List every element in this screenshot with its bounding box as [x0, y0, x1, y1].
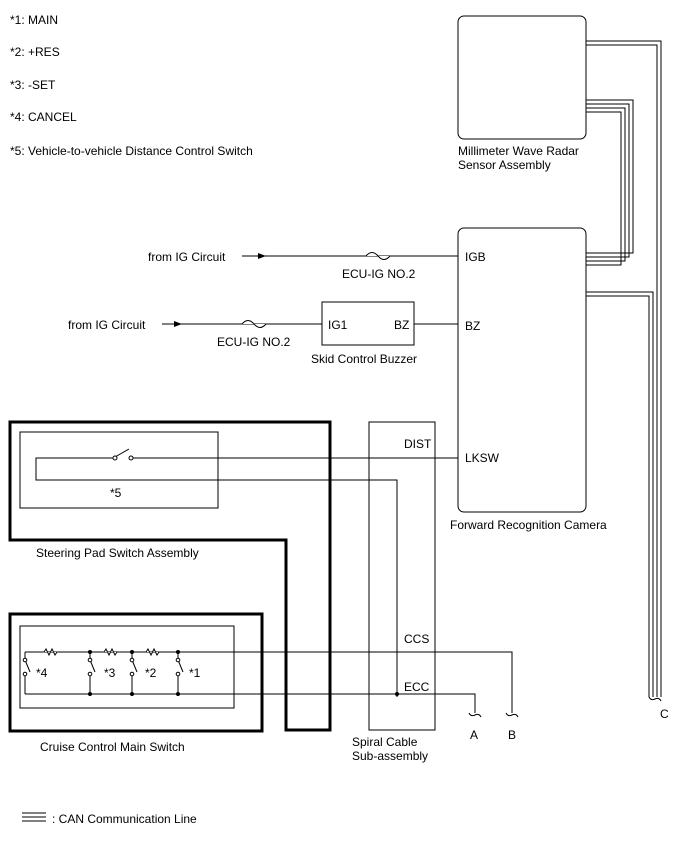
can-bundle-outer: [586, 40, 662, 697]
forward-camera-label: Forward Recognition Camera: [450, 518, 607, 532]
terminal-ecc: ECC: [404, 680, 430, 694]
notes-legend: *1: MAIN *2: +RES *3: -SET *4: CANCEL *5…: [10, 13, 253, 158]
forward-camera-box: [457, 227, 587, 513]
note-set: *3: -SET: [10, 78, 56, 92]
distance-switch-box: [19, 431, 219, 509]
cruise-main-switch-label: Cruise Control Main Switch: [40, 740, 185, 754]
switch-4-mark: *4: [36, 666, 48, 680]
fuse-icon-1: [365, 252, 391, 260]
switch-5-contact-b: [128, 455, 134, 461]
switch-3-mark: *3: [104, 666, 116, 680]
spiral-cable-label-2: Sub-assembly: [352, 749, 428, 763]
terminal-ig1: IG1: [328, 318, 348, 332]
switch-5-contact-a: [112, 455, 118, 461]
cruise-main-switch-outline: [8, 612, 264, 733]
note-cancel: *4: CANCEL: [10, 110, 77, 124]
switch-5-mark: *5: [110, 486, 122, 500]
skid-buzzer-label: Skid Control Buzzer: [311, 352, 417, 366]
switch-2-mark: *2: [145, 666, 157, 680]
connector-b-label: B: [508, 728, 516, 742]
ig-arrow-2: [174, 321, 182, 327]
radar-label-1: Millimeter Wave Radar: [458, 144, 579, 158]
from-ig-circuit-1: from IG Circuit: [148, 250, 226, 264]
connector-a-label: A: [470, 728, 478, 742]
terminal-ccs: CCS: [404, 632, 429, 646]
terminal-bz-camera: BZ: [465, 319, 480, 333]
cruise-switch-ladder: [24, 647, 513, 713]
can-line-symbol: [22, 812, 46, 822]
fuse-label-1: ECU-IG NO.2: [342, 267, 416, 281]
fuse-icon-2: [241, 320, 267, 328]
cruise-switch-inner-box: [19, 625, 235, 709]
steering-pad-assembly-outline: [8, 420, 332, 732]
steering-pad-label: Steering Pad Switch Assembly: [36, 546, 199, 560]
from-ig-circuit-2: from IG Circuit: [68, 318, 146, 332]
junction-dots: [88, 650, 399, 696]
terminal-dist: DIST: [404, 437, 432, 451]
connector-c-label: C: [660, 707, 669, 721]
fuse-label-2: ECU-IG NO.2: [217, 335, 291, 349]
terminal-lksw: LKSW: [465, 451, 500, 465]
can-bundle-inner: [586, 99, 634, 266]
cruise-switch-contacts: [22, 657, 181, 677]
spiral-cable-box: [368, 421, 436, 731]
radar-sensor-box: [457, 15, 587, 140]
note-res: *2: +RES: [10, 45, 60, 59]
connector-b-break: [505, 712, 519, 718]
terminal-bz-buzzer: BZ: [394, 318, 409, 332]
note-distance-switch: *5: Vehicle-to-vehicle Distance Control …: [10, 144, 253, 158]
can-legend-text: : CAN Communication Line: [52, 812, 197, 826]
radar-label-2: Sensor Assembly: [458, 158, 551, 172]
terminal-igb: IGB: [465, 250, 486, 264]
connector-c-break: [648, 696, 662, 702]
distance-switch-circuit: [35, 448, 458, 697]
connector-a-break: [468, 712, 482, 718]
spiral-cable-label-1: Spiral Cable: [352, 735, 418, 749]
ig-arrow-1: [258, 253, 266, 259]
note-main: *1: MAIN: [10, 13, 58, 27]
switch-1-mark: *1: [189, 666, 201, 680]
